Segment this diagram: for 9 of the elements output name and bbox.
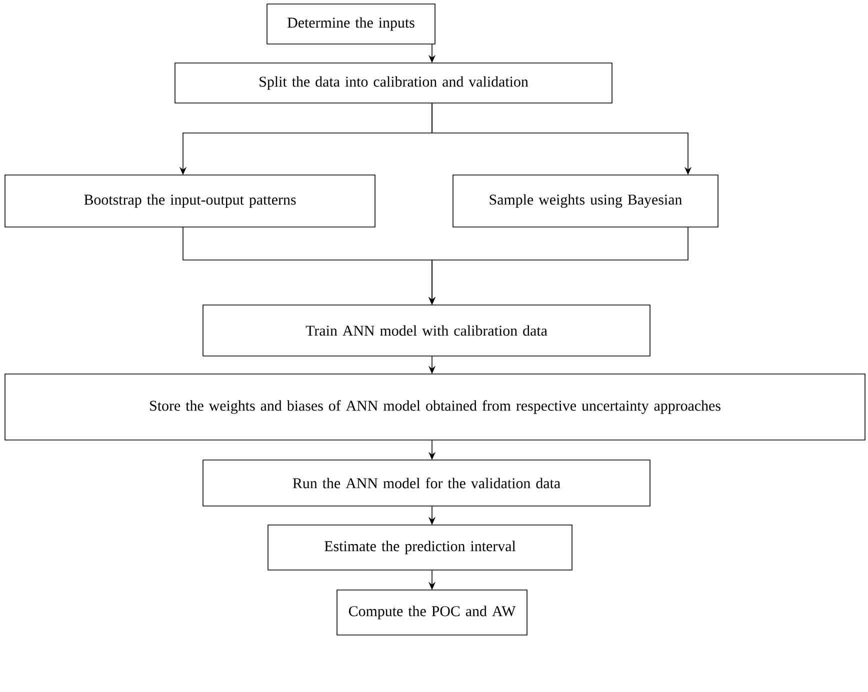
process-box: Train ANN model with calibration data [202, 304, 650, 356]
process-box: Bootstrap the input-output patterns [4, 174, 376, 228]
process-box: Store the weights and biases of ANN model obtained from respective uncertainty approaches [4, 374, 866, 440]
process-box: Sample weights using Bayesian [452, 174, 718, 228]
process-box: Split the data into calibration and validation [174, 62, 612, 104]
process-box: Determine the inputs [266, 4, 436, 44]
process-box: Compute the POC and AW [336, 590, 528, 636]
process-box: Estimate the prediction interval [268, 524, 572, 570]
process-box: Run the ANN model for the validation data [202, 460, 650, 506]
